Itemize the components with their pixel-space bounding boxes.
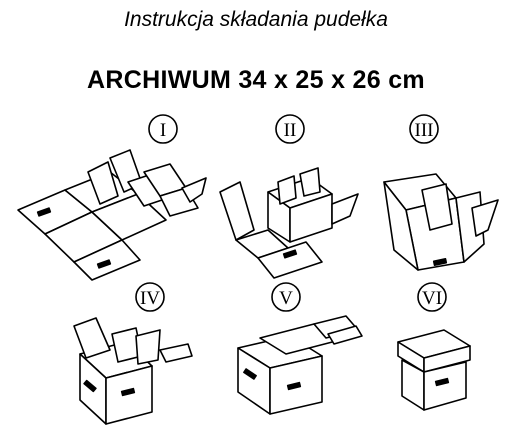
box-model-heading: ARCHIWUM 34 x 25 x 26 cm	[87, 66, 425, 94]
step-5-numeral: V	[279, 288, 293, 309]
handle-slot	[120, 387, 136, 397]
step-3-badge	[409, 114, 439, 144]
step-6-badge	[417, 282, 447, 312]
step-4-badge	[135, 282, 165, 312]
handle-slot	[282, 249, 298, 259]
step-5-diagram: V	[230, 280, 380, 430]
step-2-badge	[275, 114, 305, 144]
handle-slot	[96, 259, 112, 269]
step-2-numeral: II	[284, 120, 297, 141]
step-1-diagram: I	[10, 112, 220, 282]
step-6-numeral: VI	[422, 288, 442, 309]
handle-slot	[286, 381, 302, 391]
handle-slot	[434, 377, 450, 387]
handle-slot	[243, 368, 257, 380]
step-1-badge	[148, 114, 178, 144]
step-4-diagram: IV	[66, 280, 206, 430]
step-2-diagram: II	[214, 112, 364, 282]
step-1-numeral: I	[160, 120, 166, 141]
step-6-diagram: VI	[388, 280, 508, 430]
step-3-diagram: III	[372, 112, 507, 282]
step-5-badge	[271, 282, 301, 312]
handle-slot	[36, 207, 52, 217]
handle-slot	[432, 257, 448, 267]
handle-slot	[83, 379, 97, 393]
step-3-numeral: III	[415, 120, 434, 141]
step-4-numeral: IV	[140, 288, 160, 309]
instruction-title: Instrukcja składania pudełka	[124, 8, 388, 31]
